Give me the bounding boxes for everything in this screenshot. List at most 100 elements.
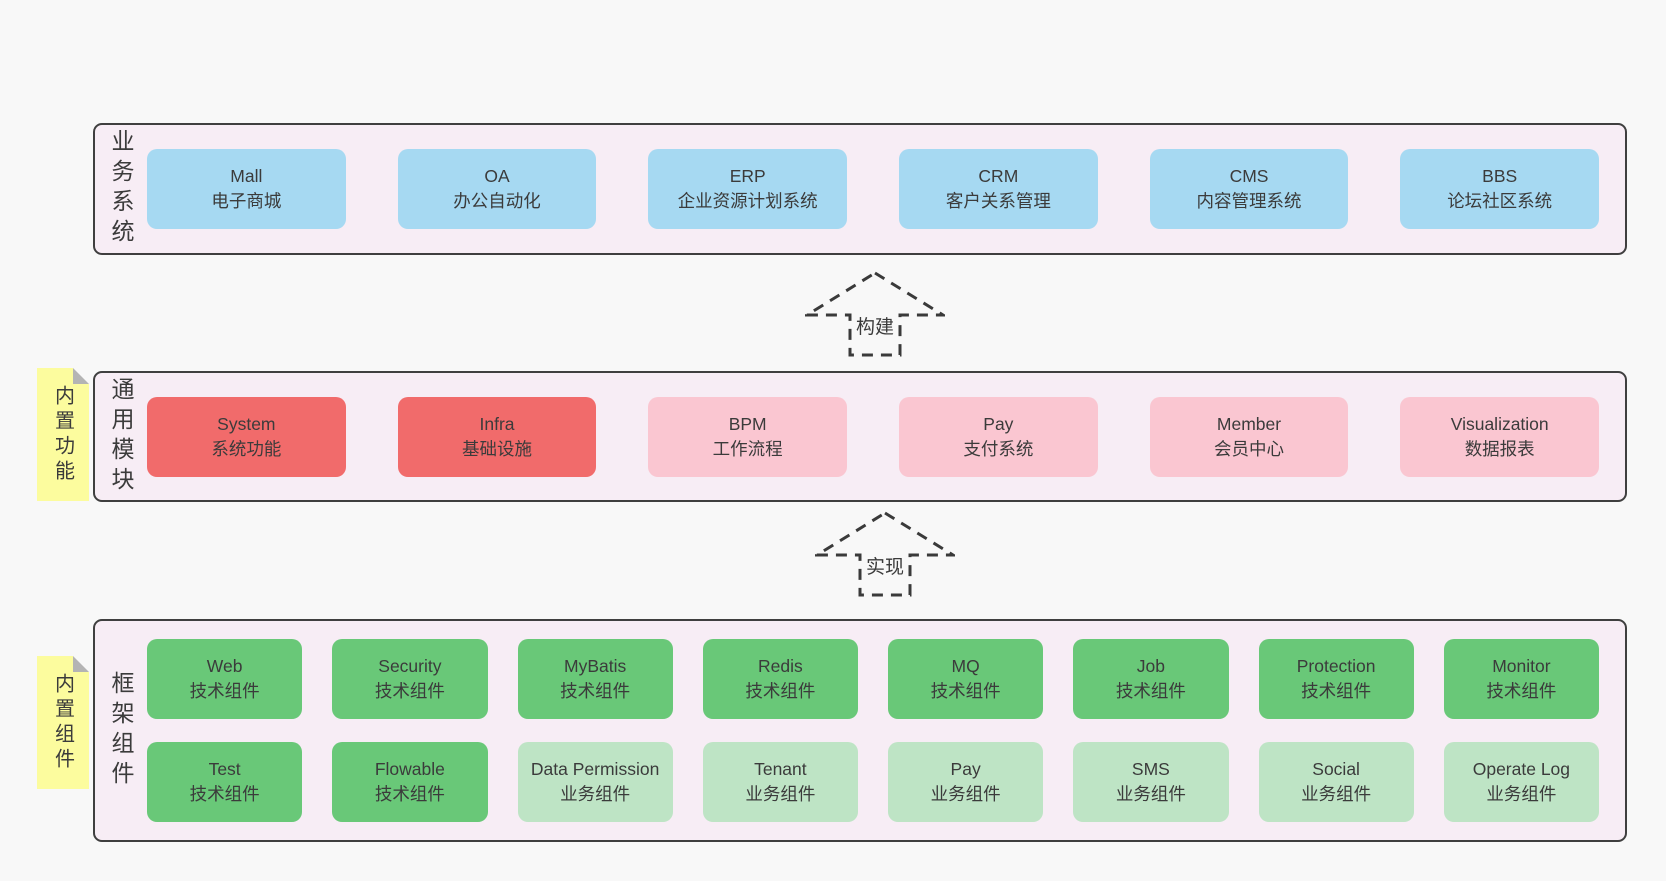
arrow-build: 构建	[805, 271, 945, 357]
sticky-built-in-features: 内置功能	[37, 368, 89, 501]
dashed-up-arrow-icon	[805, 271, 945, 357]
box-erp: ERP 企业资源计划系统	[648, 149, 848, 229]
arrow-implement: 实现	[815, 511, 955, 597]
box-social: Social 业务组件	[1258, 742, 1414, 822]
box-subtitle: 技术组件	[1301, 681, 1372, 701]
arrow-implement-label: 实现	[861, 551, 909, 580]
box-mall: Mall 电子商城	[147, 149, 346, 229]
box-subtitle: 支付系统	[963, 438, 1034, 459]
box-subtitle: 技术组件	[374, 681, 445, 701]
box-subtitle: 业务组件	[1486, 784, 1557, 804]
band-business-systems: 业务系统 Mall 电子商城 OA 办公自动化 ERP 企业资源计划系统 CRM…	[93, 123, 1627, 255]
box-test: Test 技术组件	[147, 742, 303, 822]
box-title: Monitor	[1492, 656, 1551, 677]
common-modules-row: System 系统功能 Infra 基础设施 BPM 工作流程 Pay 支付系统…	[147, 396, 1600, 477]
box-monitor: Monitor 技术组件	[1443, 639, 1599, 719]
box-member: Member 会员中心	[1149, 396, 1349, 477]
box-title: Member	[1216, 413, 1282, 434]
box-subtitle: 系统功能	[211, 438, 282, 459]
box-title: Security	[378, 656, 442, 677]
box-sms: SMS 业务组件	[1073, 742, 1229, 822]
box-pay-component: Pay 业务组件	[888, 742, 1044, 822]
box-subtitle: 业务组件	[560, 784, 631, 804]
box-redis: Redis 技术组件	[702, 639, 858, 719]
band-common-modules: 通用模块 System 系统功能 Infra 基础设施 BPM 工作流程 Pay…	[93, 371, 1627, 502]
dashed-up-arrow-icon	[815, 511, 955, 597]
box-title: SMS	[1131, 759, 1170, 780]
band-business-systems-content: Mall 电子商城 OA 办公自动化 ERP 企业资源计划系统 CRM 客户关系…	[147, 125, 1625, 253]
framework-components-row-1: Web 技术组件 Security 技术组件 MyBatis 技术组件 Redi…	[147, 639, 1599, 719]
box-protection: Protection 技术组件	[1258, 639, 1414, 719]
box-title: ERP	[729, 166, 766, 187]
box-subtitle: 工作流程	[712, 438, 783, 459]
band-framework-components-content: Web 技术组件 Security 技术组件 MyBatis 技术组件 Redi…	[147, 621, 1625, 840]
box-operate-log: Operate Log 业务组件	[1443, 742, 1599, 822]
sticky-label: 内置功能	[51, 384, 74, 485]
box-subtitle: 会员中心	[1214, 438, 1285, 459]
box-bbs: BBS 论坛社区系统	[1400, 149, 1600, 229]
box-subtitle: 技术组件	[374, 784, 445, 804]
box-flowable: Flowable 技术组件	[332, 742, 488, 822]
box-subtitle: 企业资源计划系统	[677, 191, 818, 211]
band-common-modules-content: System 系统功能 Infra 基础设施 BPM 工作流程 Pay 支付系统…	[147, 373, 1625, 500]
box-title: Infra	[479, 413, 515, 434]
box-subtitle: 技术组件	[560, 681, 631, 701]
box-subtitle: 电子商城	[211, 191, 282, 211]
box-subtitle: 业务组件	[930, 784, 1001, 804]
box-subtitle: 数据报表	[1464, 438, 1535, 459]
box-title: Pay	[983, 413, 1014, 434]
box-oa: OA 办公自动化	[397, 149, 597, 229]
box-tenant: Tenant 业务组件	[702, 742, 858, 822]
box-title: BBS	[1482, 166, 1518, 187]
box-subtitle: 技术组件	[1115, 681, 1186, 701]
box-title: MQ	[951, 656, 980, 677]
box-infra: Infra 基础设施	[397, 396, 597, 477]
box-subtitle: 办公自动化	[453, 191, 541, 211]
box-title: Data Permission	[530, 759, 660, 780]
box-pay-module: Pay 支付系统	[899, 396, 1098, 477]
box-mybatis: MyBatis 技术组件	[517, 639, 673, 719]
band-common-modules-label: 通用模块	[108, 376, 134, 497]
box-subtitle: 论坛社区系统	[1447, 191, 1553, 211]
box-title: CMS	[1229, 166, 1269, 187]
box-subtitle: 技术组件	[189, 784, 260, 804]
box-bpm: BPM 工作流程	[648, 396, 848, 477]
box-title: Protection	[1296, 656, 1376, 677]
box-visualization: Visualization 数据报表	[1400, 396, 1600, 477]
band-business-systems-label: 业务系统	[108, 129, 134, 249]
box-subtitle: 基础设施	[462, 438, 532, 459]
box-title: Redis	[758, 656, 803, 677]
box-subtitle: 业务组件	[745, 784, 816, 804]
sticky-built-in-components: 内置组件	[37, 656, 89, 789]
box-title: CRM	[978, 166, 1019, 187]
box-title: OA	[484, 166, 510, 187]
box-title: Web	[206, 656, 243, 677]
box-job: Job 技术组件	[1073, 639, 1229, 719]
box-title: Visualization	[1450, 413, 1549, 434]
box-mq: MQ 技术组件	[888, 639, 1044, 719]
box-title: BPM	[728, 413, 767, 434]
box-subtitle: 客户关系管理	[945, 191, 1051, 211]
arrow-build-label: 构建	[851, 311, 899, 340]
box-cms: CMS 内容管理系统	[1149, 149, 1349, 229]
box-subtitle: 技术组件	[1486, 681, 1557, 701]
box-subtitle: 技术组件	[745, 681, 816, 701]
box-title: Operate Log	[1472, 759, 1571, 780]
box-web: Web 技术组件	[147, 639, 303, 719]
box-data-permission: Data Permission 业务组件	[517, 742, 673, 822]
box-subtitle: 内容管理系统	[1196, 191, 1302, 211]
box-security: Security 技术组件	[332, 639, 488, 719]
box-title: Tenant	[754, 759, 807, 780]
box-title: Pay	[950, 759, 981, 780]
sticky-label: 内置组件	[51, 672, 74, 773]
band-framework-components-label: 框架组件	[108, 670, 134, 791]
box-subtitle: 业务组件	[1301, 784, 1372, 804]
box-title: Job	[1136, 656, 1165, 677]
box-title: Test	[208, 759, 241, 780]
box-title: Flowable	[374, 759, 445, 780]
box-title: System	[217, 413, 276, 434]
box-subtitle: 技术组件	[189, 681, 260, 701]
box-title: Social	[1312, 759, 1360, 780]
box-subtitle: 技术组件	[930, 681, 1001, 701]
